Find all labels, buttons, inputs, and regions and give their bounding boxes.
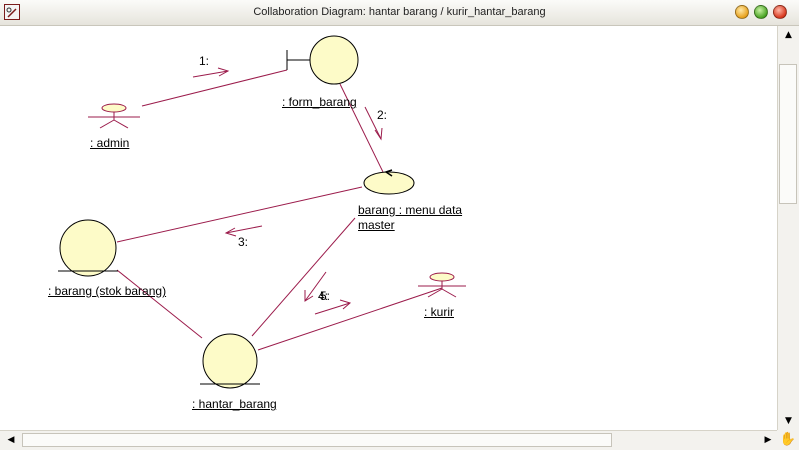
diagram-icon <box>6 7 17 18</box>
message-arrow-2 <box>364 106 383 141</box>
diagram-canvas[interactable]: : admin : form_barang barang : menu data… <box>0 26 777 430</box>
horizontal-scroll-thumb[interactable] <box>22 433 612 447</box>
message-arrow-3 <box>224 225 263 237</box>
menu-data-master-label-2: master <box>358 218 395 232</box>
arrow-left-icon[interactable]: ◀ <box>7 435 15 445</box>
admin-actor-icon[interactable] <box>88 103 140 129</box>
stok-barang-entity-icon[interactable] <box>58 219 118 277</box>
link-admin-form <box>141 69 288 107</box>
message-label-5: 5: <box>320 289 331 303</box>
stok-barang-label: : barang (stok barang) <box>48 284 167 298</box>
link-menu-hantar <box>251 217 356 337</box>
title-bar[interactable]: Collaboration Diagram: hantar barang / k… <box>0 0 799 26</box>
form-barang-label: : form_barang <box>282 95 357 109</box>
admin-label: : admin <box>90 136 130 150</box>
link-stok-hantar <box>116 269 203 339</box>
form-barang-boundary-icon[interactable] <box>286 35 359 85</box>
vertical-scrollbar[interactable]: ▲ ▼ <box>777 26 799 430</box>
arrow-down-icon[interactable]: ▼ <box>785 416 792 426</box>
message-label-2: 2: <box>377 108 388 122</box>
app-icon[interactable] <box>4 4 20 20</box>
message-arrow-1 <box>192 67 230 78</box>
message-arrow-5 <box>314 299 352 315</box>
collaboration-diagram <box>58 35 466 389</box>
kurir-label: : kurir <box>424 305 454 319</box>
message-label-4: 4: <box>318 289 329 303</box>
link-menu-stok <box>116 186 363 243</box>
hantar-barang-entity-icon[interactable] <box>200 333 260 389</box>
link-form-menu <box>339 83 384 173</box>
minimize-button[interactable] <box>735 5 749 19</box>
arrow-up-icon[interactable]: ▲ <box>785 30 792 40</box>
link-hantar-kurir <box>257 287 443 351</box>
hantar-barang-label: : hantar_barang <box>192 397 277 411</box>
horizontal-scrollbar[interactable]: ◀ ▶ <box>0 430 777 450</box>
maximize-button[interactable] <box>754 5 768 19</box>
message-label-3: 3: <box>238 235 249 249</box>
hand-icon[interactable]: ✋ <box>777 430 799 450</box>
arrow-right-icon[interactable]: ▶ <box>764 435 772 445</box>
message-label-1: 1: <box>199 54 210 68</box>
close-button[interactable] <box>773 5 787 19</box>
kurir-actor-icon[interactable] <box>418 272 466 298</box>
window-title: Collaboration Diagram: hantar barang / k… <box>253 6 546 18</box>
vertical-scroll-thumb[interactable] <box>779 64 797 204</box>
menu-data-master-control-icon[interactable] <box>363 169 415 195</box>
menu-data-master-label-1: barang : menu data <box>358 203 463 217</box>
message-arrow-4 <box>304 271 327 302</box>
